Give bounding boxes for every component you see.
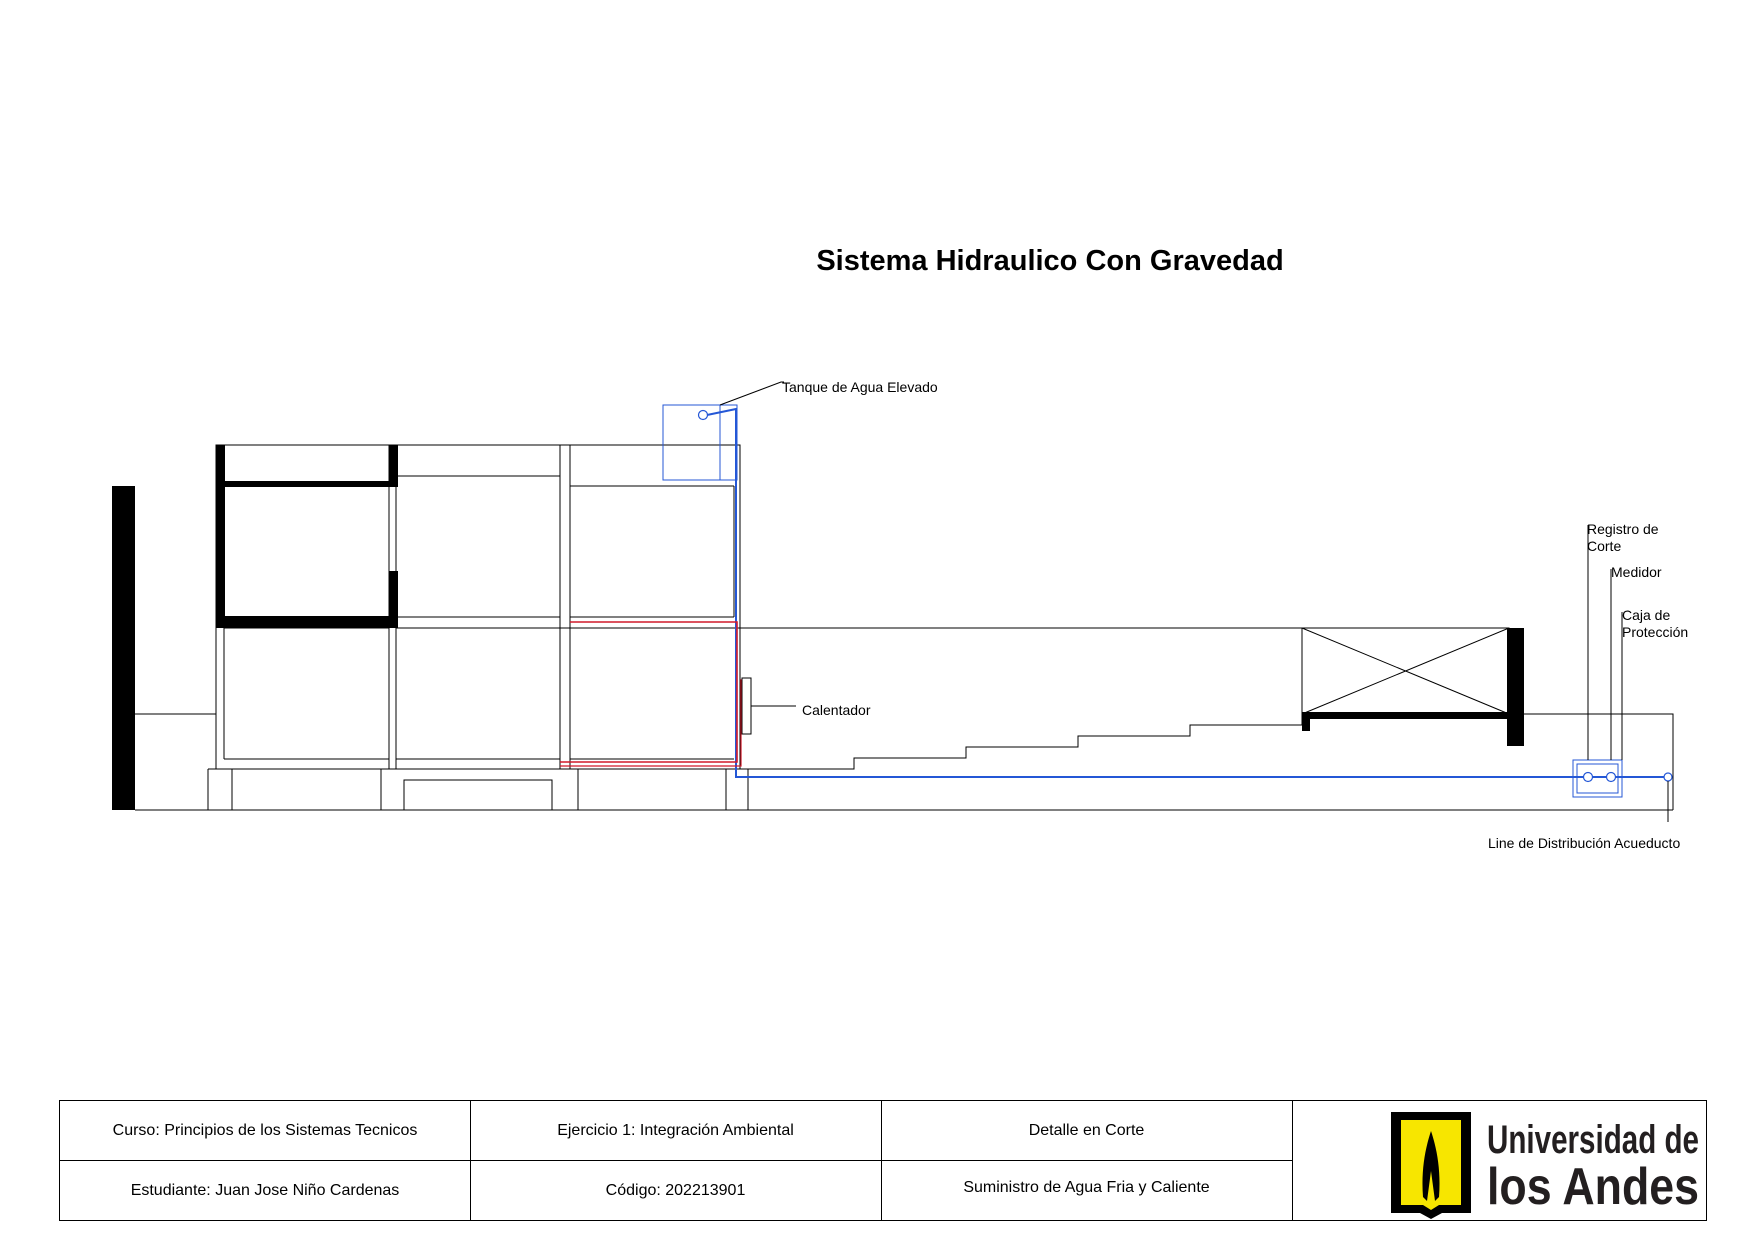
- heater-label: Calentador: [802, 702, 871, 718]
- garage-structure: [1302, 628, 1524, 746]
- suministro-cell: Suministro de Agua Fria y Caliente: [963, 1179, 1210, 1196]
- curso-cell: Curso: Principios de los Sistemas Tecnic…: [112, 1121, 418, 1139]
- medidor-label: Medidor: [1611, 564, 1662, 580]
- elevated-water-tank: [662, 404, 738, 481]
- logo-shield-icon: [1391, 1112, 1471, 1219]
- left-retaining-wall: [112, 486, 135, 810]
- title-block: Curso: Principios de los Sistemas Tecnic…: [59, 1100, 1707, 1221]
- drawing-title: Sistema Hidraulico Con Gravedad: [816, 245, 1284, 277]
- logo-text-line1: Universidad de: [1487, 1118, 1699, 1162]
- cold-water-pipe: [706, 407, 1668, 778]
- logo-text-line2: los Andes: [1487, 1158, 1699, 1216]
- registro-label-line2: Corte: [1587, 538, 1621, 554]
- registro-label-line1: Registro de: [1587, 521, 1659, 537]
- university-logo: Universidad de los Andes: [1391, 1112, 1699, 1219]
- estudiante-cell: Estudiante: Juan Jose Niño Cardenas: [130, 1182, 400, 1199]
- structural-slabs: [216, 445, 398, 628]
- ejercicio-cell: Ejercicio 1: Integración Ambiental: [557, 1121, 794, 1139]
- terrain-profile: [740, 627, 1674, 810]
- codigo-cell: Código: 202213901: [605, 1182, 746, 1199]
- meter-box: [1572, 759, 1623, 798]
- detalle-cell: Detalle en Corte: [1028, 1121, 1145, 1139]
- acueducto-connection: [1663, 772, 1673, 782]
- tank-label: Tanque de Agua Elevado: [782, 379, 938, 395]
- water-heater: [741, 677, 752, 735]
- hot-water-pipe: [560, 621, 738, 763]
- caja-label-line1: Caja de: [1622, 607, 1670, 623]
- caja-label-line2: Protección: [1622, 624, 1688, 640]
- distribution-line-label: Line de Distribución Acueducto: [1488, 835, 1680, 851]
